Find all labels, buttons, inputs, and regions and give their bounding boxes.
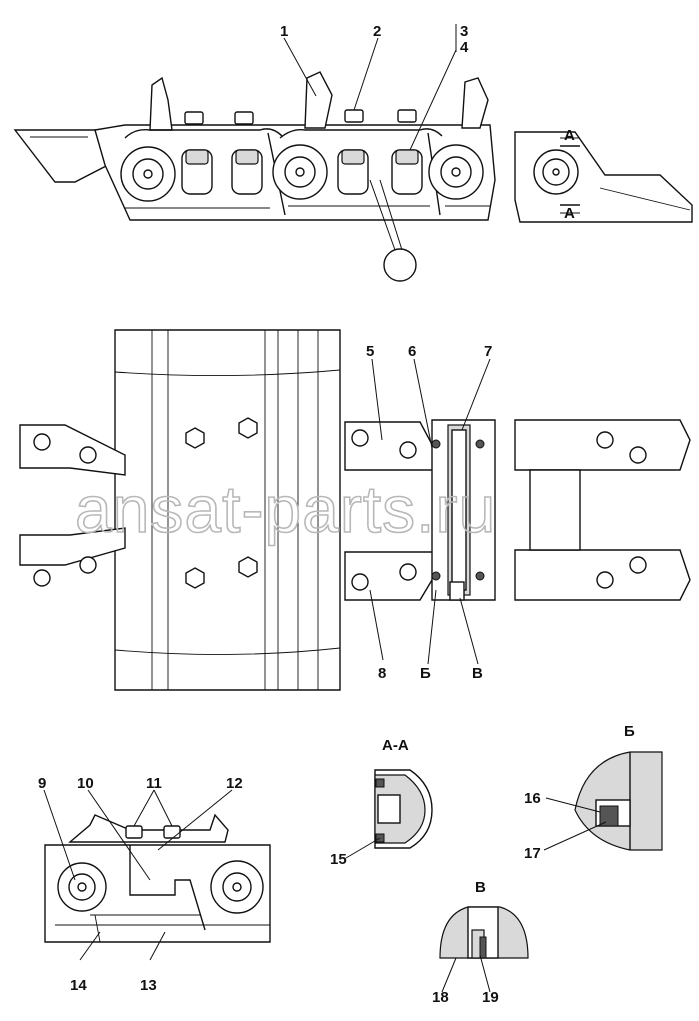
callout-14: 14 bbox=[70, 977, 87, 994]
callout-3: 3 bbox=[460, 23, 468, 40]
chain-side-view bbox=[13, 71, 496, 282]
section-mark-a-top: А bbox=[564, 127, 575, 144]
chain-end-piece bbox=[514, 131, 693, 223]
callout-1: 1 bbox=[280, 23, 288, 40]
section-v bbox=[439, 906, 529, 959]
callout-13: 13 bbox=[140, 977, 157, 994]
section-b bbox=[574, 751, 663, 851]
section-mark-a-bottom: А bbox=[564, 205, 575, 222]
callout-8: 8 bbox=[378, 665, 386, 682]
section-title-b: Б bbox=[624, 723, 635, 740]
section-mark-b: Б bbox=[420, 665, 431, 682]
callout-19: 19 bbox=[482, 989, 499, 1006]
leader-lines bbox=[43, 24, 607, 993]
callout-12: 12 bbox=[226, 775, 243, 792]
callout-2: 2 bbox=[373, 23, 381, 40]
section-mark-v: В bbox=[472, 665, 483, 682]
section-title-aa: А-А bbox=[382, 737, 409, 754]
section-titles: А-А Б В bbox=[382, 723, 635, 896]
watermark-text: ansat-parts.ru bbox=[75, 472, 496, 546]
chain-plan-view bbox=[19, 329, 691, 691]
callout-10: 10 bbox=[77, 775, 94, 792]
section-title-v: В bbox=[475, 879, 486, 896]
callout-15: 15 bbox=[330, 851, 347, 868]
callout-9: 9 bbox=[38, 775, 46, 792]
callout-7: 7 bbox=[484, 343, 492, 360]
detail-side-view bbox=[44, 813, 271, 943]
callout-18: 18 bbox=[432, 989, 449, 1006]
callout-11: 11 bbox=[146, 775, 162, 792]
section-marks: А А Б В bbox=[420, 127, 575, 682]
callout-5: 5 bbox=[366, 343, 374, 360]
callout-4: 4 bbox=[460, 39, 469, 56]
callouts: 1 2 3 4 5 6 7 8 9 10 11 12 13 14 15 16 1… bbox=[38, 23, 541, 1006]
callout-16: 16 bbox=[524, 790, 541, 807]
callout-6: 6 bbox=[408, 343, 416, 360]
section-aa bbox=[374, 769, 433, 849]
callout-17: 17 bbox=[524, 845, 541, 862]
